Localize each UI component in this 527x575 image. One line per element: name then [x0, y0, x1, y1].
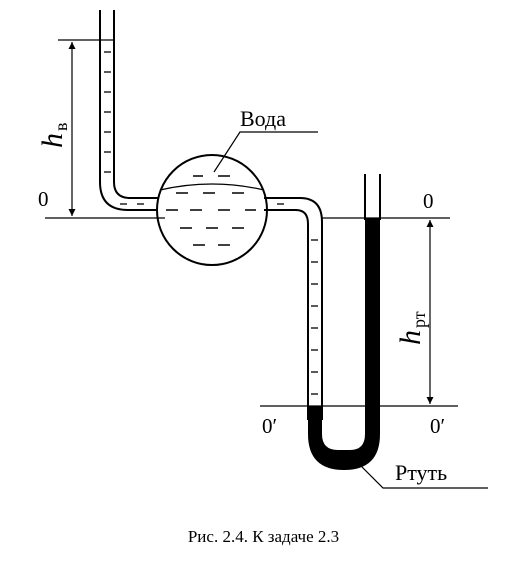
zero-left-label: 0	[38, 187, 49, 211]
water-label: Вода	[240, 106, 286, 131]
svg-text:h: h	[36, 133, 69, 148]
zero-right-label: 0	[423, 189, 434, 213]
reference-lines	[45, 39, 458, 407]
mercury-leader	[354, 459, 488, 489]
right-connecting-tube	[264, 197, 323, 420]
mercury-label: Ртуть	[395, 460, 447, 485]
water-leader	[213, 131, 318, 173]
svg-text:в: в	[51, 123, 71, 132]
zero-prime-left-label: 0′	[262, 414, 277, 438]
left-tube-scale	[104, 51, 144, 205]
h-water-label: h в	[36, 123, 71, 149]
h-mercury-label: h рт	[394, 311, 429, 345]
right-tube-scale	[277, 203, 318, 395]
svg-text:h: h	[394, 330, 427, 345]
leader-lines	[213, 131, 488, 489]
zero-prime-right-label: 0′	[430, 414, 445, 438]
dimension-arrows	[68, 42, 434, 404]
left-tube	[99, 10, 162, 211]
svg-text:рт: рт	[409, 311, 429, 328]
figure-caption: Рис. 2.4. К задаче 2.3	[187, 527, 340, 546]
water-vessel	[156, 154, 268, 266]
mercury-u-tube	[308, 174, 381, 470]
